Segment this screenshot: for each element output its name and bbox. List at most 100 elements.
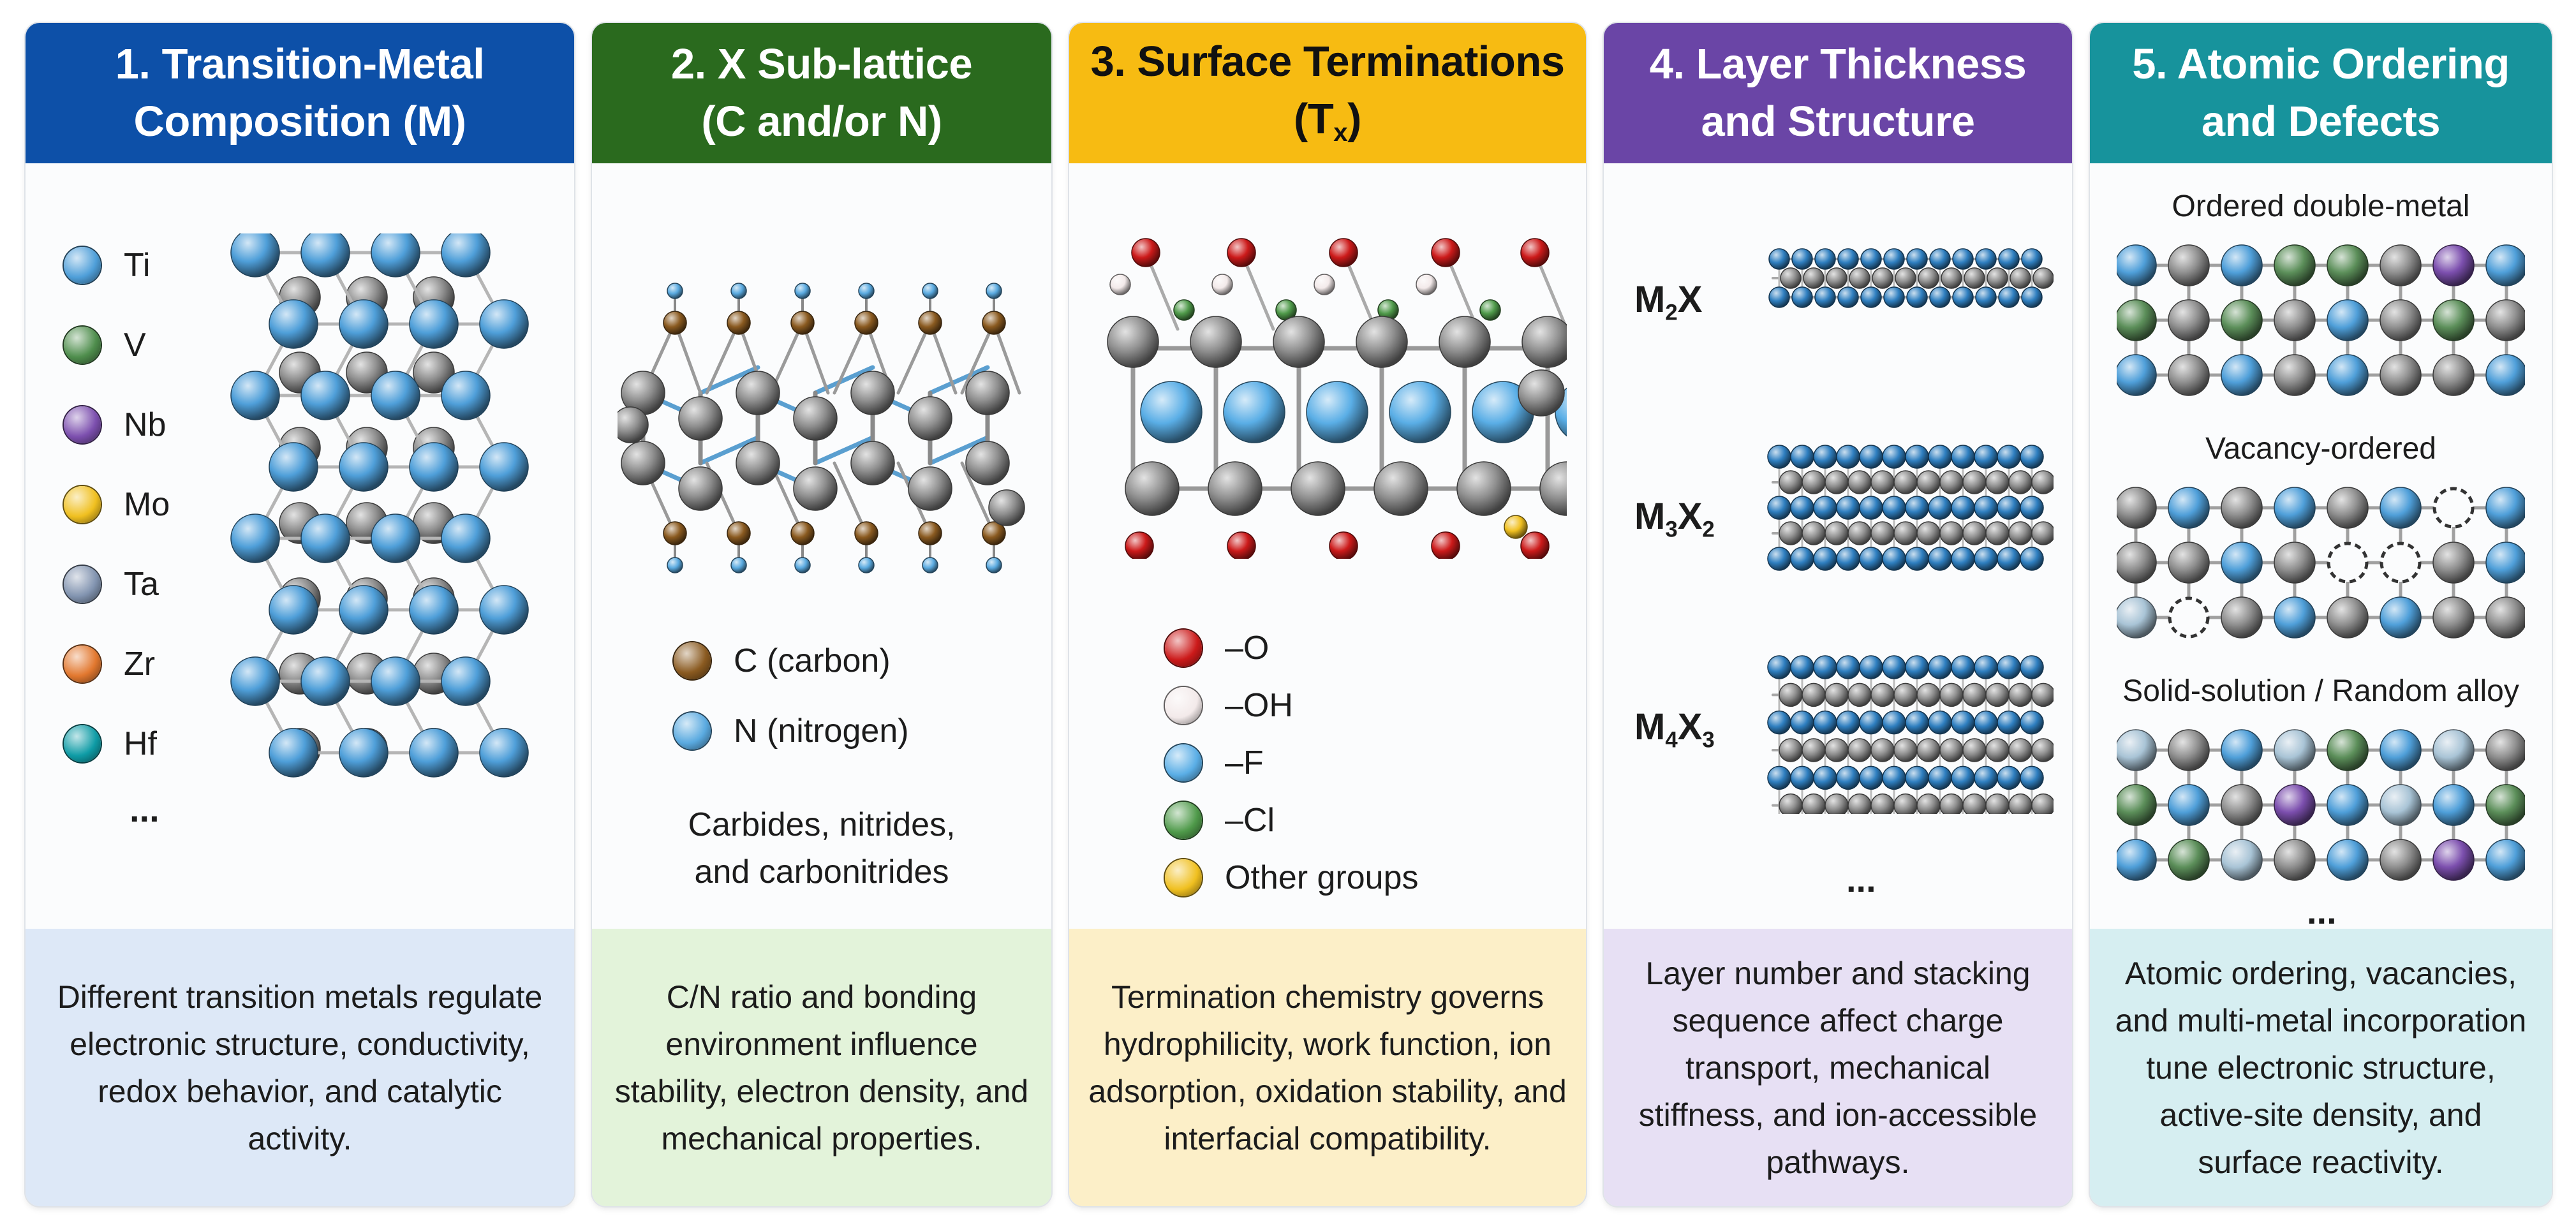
- atom: [1974, 655, 1998, 679]
- atom: [2485, 729, 2525, 771]
- atom: [1791, 286, 1813, 308]
- atom: [1790, 765, 1814, 790]
- atom: [1882, 765, 1906, 790]
- atom: [1859, 765, 1883, 790]
- layers-ellipsis: ...: [1846, 859, 1876, 899]
- atom: [1813, 547, 1837, 571]
- atom: [2380, 729, 2422, 771]
- atom: [1951, 765, 1975, 790]
- atom: [2117, 596, 2157, 639]
- atom: [1859, 547, 1883, 571]
- atom: [2117, 487, 2157, 529]
- atom: [2031, 793, 2054, 814]
- atom: [1882, 710, 1906, 735]
- atom: [1997, 445, 2021, 469]
- atom: [1998, 286, 2020, 308]
- atom-n: [667, 557, 683, 573]
- atom: [2020, 547, 2044, 571]
- ordering-grid-illustration: [2117, 244, 2525, 396]
- formula-symbol: M: [1634, 496, 1666, 537]
- atom-c: [918, 521, 942, 545]
- atom: [2380, 354, 2422, 396]
- atom: [1882, 655, 1906, 679]
- atom: [1779, 793, 1803, 814]
- legend-swatch-icon: [1165, 744, 1202, 781]
- atom: [2274, 487, 2316, 529]
- atom: [1767, 547, 1791, 571]
- atom-metal: [850, 371, 895, 415]
- atom: [1975, 286, 1997, 308]
- atom: [2032, 267, 2054, 289]
- atom-c: [854, 521, 878, 545]
- atom-n: [794, 557, 811, 573]
- atom: [1825, 470, 1849, 494]
- panel-title-line1: 2. X Sub-lattice: [670, 40, 973, 88]
- legend-item: –O: [1165, 629, 1269, 667]
- atom: [1779, 683, 1803, 707]
- bond: [928, 435, 990, 466]
- atom-metal: [441, 656, 491, 706]
- atom: [1847, 738, 1872, 762]
- atom-n: [922, 557, 938, 573]
- bond: [928, 321, 958, 395]
- atom-o: [1227, 531, 1256, 559]
- atom-metal: [793, 466, 838, 511]
- atom-metal: [1521, 316, 1567, 368]
- bond: [833, 461, 868, 535]
- atom: [1997, 547, 2021, 571]
- atom: [1825, 521, 1849, 545]
- atom: [1964, 267, 1985, 289]
- ordering-type-label: Solid-solution / Random alloy: [2122, 674, 2519, 708]
- atom-oh: [1109, 274, 1131, 295]
- bond: [705, 321, 741, 395]
- legend-swatch-icon: [1165, 859, 1202, 896]
- atom: [1895, 267, 1916, 289]
- atom-metal: [371, 233, 420, 277]
- atom: [1837, 286, 1859, 308]
- legend-item: –Cl: [1165, 801, 1275, 839]
- atom: [1997, 496, 2021, 520]
- layer-formula-label: M4X3: [1634, 705, 1715, 753]
- legend-item: N (nitrogen): [674, 712, 909, 750]
- atom: [1836, 655, 1860, 679]
- bond: [928, 365, 990, 395]
- atom: [1974, 710, 1998, 735]
- atom-metal-blue: [1389, 381, 1451, 443]
- atom: [1767, 765, 1791, 790]
- atom-metal: [736, 441, 780, 485]
- atom: [2327, 596, 2369, 639]
- atom-o: [1125, 531, 1154, 559]
- formula-symbol: X: [1677, 279, 1703, 320]
- atom-metal: [479, 442, 529, 492]
- atom-o: [1131, 238, 1160, 267]
- legend-item: Other groups: [1165, 859, 1419, 897]
- atom-c: [982, 521, 1006, 545]
- atom: [1974, 445, 1998, 469]
- atom: [1767, 445, 1791, 469]
- atom: [1813, 496, 1837, 520]
- legend-swatch-icon: [1165, 802, 1202, 839]
- atom-oh: [1314, 274, 1335, 295]
- atom: [1997, 655, 2021, 679]
- panel-title-line1: 3. Surface Terminations: [1090, 37, 1565, 85]
- atom: [1859, 445, 1883, 469]
- atom-metal: [1456, 461, 1511, 516]
- atom: [1906, 248, 1928, 270]
- atom: [2485, 784, 2525, 826]
- ordering-type-label: Ordered double-metal: [2172, 189, 2470, 223]
- bond: [960, 461, 996, 535]
- ordering-grid-illustration: [2117, 487, 2525, 639]
- terminations-illustration: [1107, 238, 1567, 559]
- x-site-caption: Carbides, nitrides, and carbonitrides: [688, 806, 956, 890]
- panel-header: 1. Transition-Metal Composition (M): [26, 23, 574, 163]
- atom: [1905, 655, 1929, 679]
- legend-label: –O: [1225, 630, 1269, 667]
- atom: [2380, 244, 2422, 286]
- atom-other: [1504, 515, 1528, 539]
- atom-metal: [441, 371, 491, 420]
- vacancy-site: [2168, 596, 2210, 639]
- legend-swatch-icon: [64, 566, 101, 603]
- legend-swatch-icon: [674, 642, 711, 679]
